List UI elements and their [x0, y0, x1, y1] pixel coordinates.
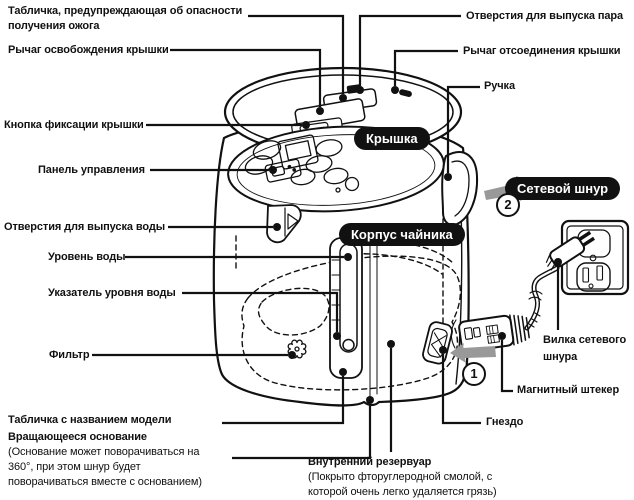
water-spout [266, 204, 302, 244]
callout-rotating-base-note3: поворачиваться вместе с основанием) [8, 476, 202, 488]
control-panel-face-inner [236, 134, 436, 206]
magnetic-plug-drawing [458, 314, 530, 353]
callout-burn-warning-line2: получения ожога [8, 20, 100, 32]
control-panel-buttons [244, 134, 360, 193]
leader-dots [269, 86, 562, 404]
coiled-cord-drawing [524, 265, 560, 331]
handle-drawing [441, 151, 479, 226]
step-2-circle: 2 [496, 193, 520, 217]
body-seam-lines [369, 241, 378, 397]
callout-burn-warning-line1: Табличка, предупреждающая об опасности [8, 5, 243, 17]
callout-power-plug-line2: шнура [543, 351, 578, 363]
callout-handle: Ручка [484, 80, 515, 92]
callout-rotating-base-title: Вращающееся основание [8, 431, 147, 443]
callout-inner-reservoir-note2: которой очень легко удаляется грязь) [308, 486, 497, 498]
callout-lid-detach-lever: Рычаг отсоединения крышки [463, 45, 621, 57]
callout-lid-lock-button: Кнопка фиксации крышки [4, 119, 144, 131]
callout-rotating-base-note2: 360°, при этом шнур будет [8, 461, 141, 473]
callout-socket: Гнездо [486, 416, 524, 428]
callout-steam-vent-holes: Отверстия для выпуска пара [466, 10, 624, 22]
arrow-to-kettle [450, 343, 496, 363]
callout-lid-release-lever: Рычаг освобождения крышки [8, 44, 169, 56]
lid-hinge-mark [399, 89, 412, 97]
badge-lid: Крышка [354, 127, 430, 150]
callout-inner-reservoir-note1: (Покрыто фторуглеродной смолой, с [308, 471, 493, 483]
callout-control-panel: Панель управления [38, 164, 145, 176]
callout-power-plug-line1: Вилка сетевого [543, 334, 627, 346]
callout-water-outlet-holes: Отверстия для выпуска воды [4, 221, 165, 233]
callout-magnetic-plug: Магнитный штекер [517, 384, 620, 396]
badge-cord: Сетевой шнур [505, 177, 621, 200]
callout-water-level-gauge: Указатель уровня воды [48, 287, 176, 299]
motion-mark [450, 319, 457, 349]
badge-body: Корпус чайника [339, 223, 465, 246]
step-1-circle: 1 [462, 362, 486, 386]
callout-model-plate: Табличка с названием модели [8, 414, 172, 426]
callout-filter: Фильтр [49, 349, 90, 361]
callout-water-level: Уровень воды [48, 251, 126, 263]
callout-rotating-base-note1: (Основание может поворачиваться на [8, 446, 200, 458]
leader-lines [92, 14, 560, 460]
callout-inner-reservoir-title: Внутренний резервуар [308, 456, 432, 468]
power-cord-illustration [450, 176, 630, 363]
